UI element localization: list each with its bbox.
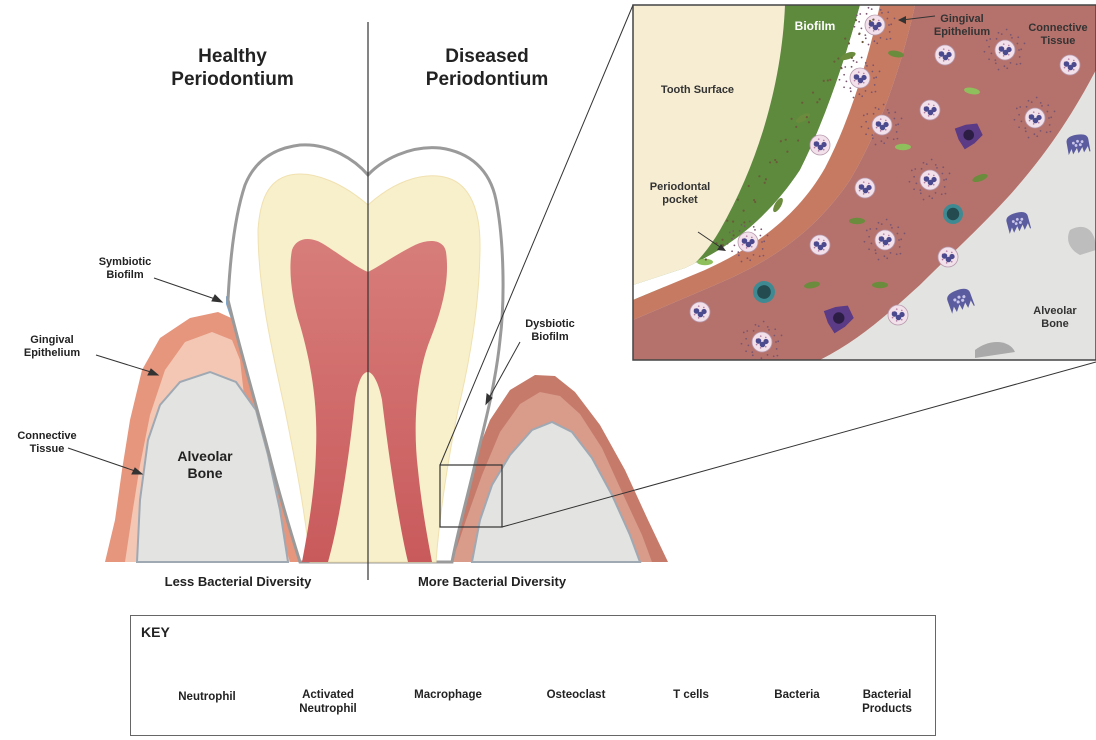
inset-neutrophil [810,135,830,155]
inset-bacterial-product [872,19,874,21]
inset-bacterium [895,144,911,150]
inset-bacterial-product [869,20,871,22]
inset-bacterial-product [827,79,829,81]
inset-bacterial-product [758,175,760,177]
inset-bacterial-product [833,61,835,63]
inset-neutrophil [938,247,958,267]
key-label-t-cells: T cells [646,688,736,702]
key-title: KEY [141,624,170,640]
inset-bacterial-product [764,182,766,184]
inset-bacterial-product [844,38,846,40]
inset-bacterial-product [748,185,750,187]
inset-bacterial-product [823,80,825,82]
inset-bacterial-product [721,239,723,241]
inset-bacterium [849,218,865,224]
inset-bacterial-product [732,221,734,223]
inset-biofilm-label: Biofilm [785,20,845,33]
inset-bacterial-product [855,19,857,21]
inset-bacterial-product [765,178,767,180]
inset-t-cell [943,204,963,224]
inset-bacterial-product [806,116,808,118]
key-label-bacteria: Bacteria [752,688,842,702]
inset-bacterial-product [812,92,814,94]
inset-bacterial-product [733,234,735,236]
inset-bacterial-product [808,121,810,123]
inset-pocket-label: Periodontalpocket [640,181,720,207]
inset-bacterial-product [795,126,797,128]
inset-bacterial-product [797,139,799,141]
inset-tooth-surface-label: Tooth Surface [645,84,750,97]
inset-bacterial-product [754,201,756,203]
inset-bacterial-product [790,118,792,120]
inset-bacterial-product [862,41,864,43]
inset-neutrophil [920,100,940,120]
inset-bacterial-product [819,98,821,100]
inset-bacterial-product [816,101,818,103]
inset-bacterial-product [848,42,850,44]
inset-neutrophil [690,302,710,322]
inset-bacterial-product [776,161,778,163]
inset-bacterial-product [780,140,782,142]
inset-bacterial-product [801,102,803,104]
inset-neutrophil [888,305,908,325]
less-diversity-label: Less Bacterial Diversity [138,574,338,589]
key-label-neutrophil: Neutrophil [162,690,252,704]
inset-bacterial-product [774,159,776,161]
inset-bacterium [872,282,888,288]
inset-t-cell [753,281,775,303]
inset-bacterial-product [769,161,771,163]
inset-bacterial-product [753,199,755,201]
inset-bacterial-product [851,57,853,59]
inset-bacterial-product [743,221,745,223]
inset-neutrophil [935,45,955,65]
inset-bacterial-product [726,220,728,222]
inset-bacterial-product [785,139,787,141]
key-label-osteoclast: Osteoclast [531,688,621,702]
inset-bacterial-product [829,79,831,81]
inset-bacterial-product [743,210,745,212]
inset-bacterial-product [786,151,788,153]
inset-bacterial-product [858,33,860,35]
inset-bacterial-product [705,258,707,260]
inset-neutrophil [810,235,830,255]
inset-neutrophil [1060,55,1080,75]
inset-neutrophil [855,178,875,198]
inset-bacterial-product [737,199,739,201]
key-label-macrophage: Macrophage [403,688,493,702]
key-box: KEY [130,615,936,736]
inset-bacterial-product [837,57,839,59]
more-diversity-label: More Bacterial Diversity [392,574,592,589]
inset-bacterial-product [840,67,842,69]
healthy-title: HealthyPeriodontium [160,45,305,91]
symbiotic-biofilm-label: SymbioticBiofilm [85,256,165,282]
